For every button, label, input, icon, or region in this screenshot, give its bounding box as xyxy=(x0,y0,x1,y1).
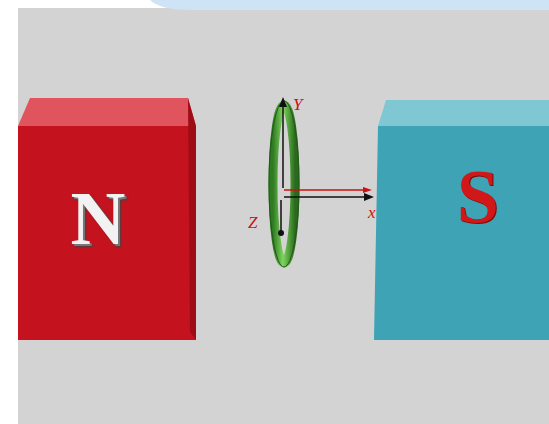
coil-ring xyxy=(273,105,295,263)
z-dot xyxy=(278,230,284,236)
magnet-front-face xyxy=(18,126,196,340)
pole-letter: N xyxy=(71,180,126,256)
pole-letter: S xyxy=(457,158,499,234)
south-pole-magnet: S xyxy=(374,96,549,340)
x-axis-label: x xyxy=(368,204,376,221)
x-axis-red xyxy=(284,189,366,191)
z-axis-label: Z xyxy=(248,214,257,231)
magnet-side-face xyxy=(374,126,378,340)
y-axis-label: Y xyxy=(293,96,302,113)
north-pole-magnet: N xyxy=(18,96,198,340)
magnet-top-face xyxy=(378,100,549,126)
x-axis xyxy=(284,196,366,198)
backdrop xyxy=(18,8,549,424)
magnet-top-face xyxy=(18,98,196,126)
z-axis xyxy=(280,200,282,232)
magnet-side-face xyxy=(188,98,196,340)
y-axis xyxy=(282,104,284,188)
magnet-front-face xyxy=(374,126,549,340)
y-arrowhead xyxy=(279,97,287,107)
x-arrowhead xyxy=(364,193,374,201)
x-arrowhead-red xyxy=(363,187,372,193)
header-band xyxy=(150,0,549,10)
coil-ring-edge xyxy=(269,101,299,267)
